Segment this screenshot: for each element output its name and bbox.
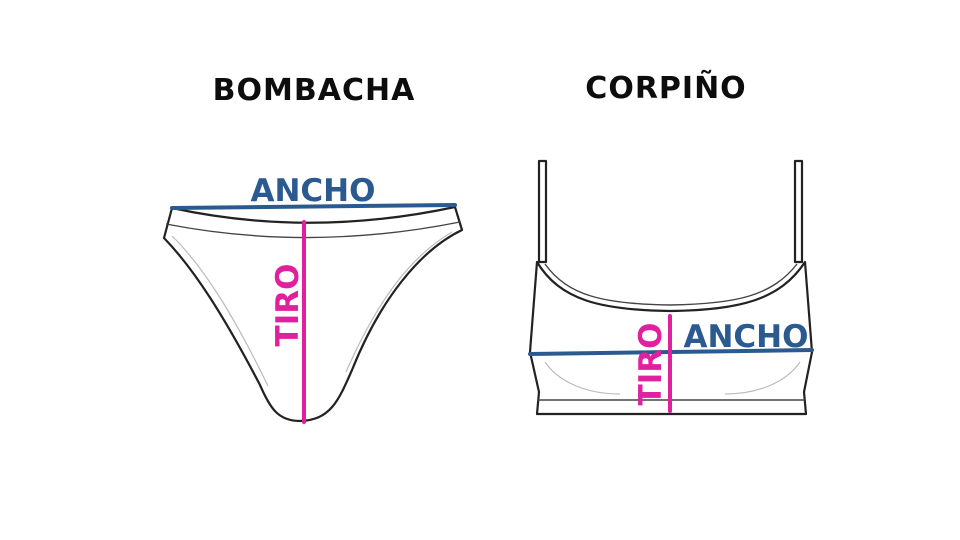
corpino-left-strap [537, 159, 548, 264]
bombacha-title: BOMBACHA [212, 73, 416, 108]
bombacha-rise-label: TIRO [270, 264, 306, 347]
bombacha-outline [162, 205, 464, 423]
corpino-right-cup-seam [724, 361, 801, 395]
bombacha-right-leg-hem [345, 231, 453, 373]
bombacha-illustration [162, 205, 464, 423]
corpino-width-label: ANCHO [684, 319, 809, 355]
corpino-rise-label: TIRO [633, 323, 669, 406]
corpino-title: CORPIÑO [585, 71, 747, 106]
bombacha-left-leg-hem [171, 235, 269, 387]
corpino-right-strap [793, 159, 804, 264]
bombacha-waistband-edge [165, 221, 461, 239]
corpino-left-cup-seam [544, 361, 621, 395]
corpino-neckline-binding [544, 263, 798, 306]
bombacha-width-label: ANCHO [251, 173, 376, 209]
bombacha-width-line [170, 203, 457, 210]
